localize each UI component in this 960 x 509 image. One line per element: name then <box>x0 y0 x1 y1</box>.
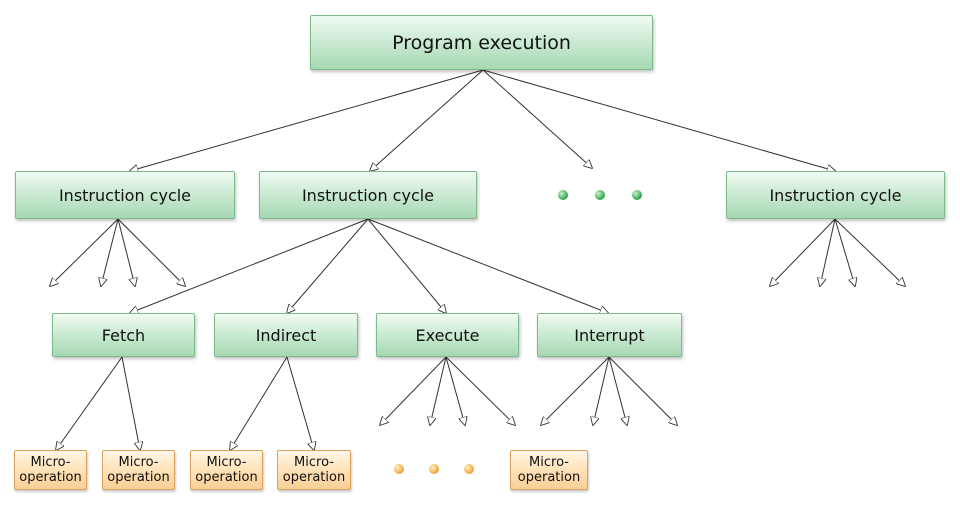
connector-arrow <box>820 218 836 286</box>
connector-arrow <box>541 356 610 425</box>
connector-arrow <box>130 69 484 171</box>
connector-arrow <box>121 356 140 450</box>
connector-arrow <box>834 218 905 286</box>
fetch-label: Fetch <box>101 325 146 345</box>
ellipsis-dot <box>429 464 439 474</box>
micro-operation-label: Micro- operation <box>282 455 346 485</box>
interrupt-node: Interrupt <box>537 313 682 357</box>
indirect-label: Indirect <box>255 325 317 345</box>
program-execution-node: Program execution <box>310 15 653 70</box>
connector-arrow <box>50 218 119 286</box>
connector-arrow <box>130 218 369 313</box>
connector-arrow <box>445 356 465 425</box>
ellipsis-dot <box>558 190 568 200</box>
ellipsis-dot <box>464 464 474 474</box>
micro-operation-node: Micro- operation <box>277 450 351 490</box>
connector-arrow <box>608 356 627 425</box>
connector-arrow <box>593 356 610 425</box>
connector-arrow <box>834 218 855 286</box>
connector-arrow <box>430 356 447 425</box>
interrupt-label: Interrupt <box>574 325 645 345</box>
indirect-node: Indirect <box>214 313 358 357</box>
execute-node: Execute <box>376 313 519 357</box>
micro-operation-label: Micro- operation <box>195 455 258 485</box>
connector-arrow <box>287 218 369 313</box>
micro-operation-node: Micro- operation <box>102 450 175 490</box>
connector-arrow <box>770 218 836 286</box>
connector-arrow <box>117 218 185 286</box>
micro-operation-node: Micro- operation <box>510 450 588 490</box>
instruction-cycle-node-2: Instruction cycle <box>259 171 477 219</box>
instruction-cycle-node-3: Instruction cycle <box>726 171 945 219</box>
fetch-node: Fetch <box>52 313 195 357</box>
connector-arrow <box>482 69 835 171</box>
program-execution-label: Program execution <box>392 31 571 54</box>
connector-arrow <box>380 356 447 425</box>
connector-arrow <box>445 356 515 425</box>
connector-arrow <box>370 69 484 171</box>
connector-arrow <box>286 356 314 450</box>
micro-operation-label: Micro- operation <box>517 455 581 485</box>
connector-arrow <box>367 218 446 313</box>
execute-label: Execute <box>415 325 480 345</box>
micro-operation-label: Micro- operation <box>107 455 170 485</box>
connector-arrow <box>56 356 123 450</box>
connector-arrow <box>608 356 677 425</box>
connector-arrow <box>367 218 608 313</box>
connector-arrow <box>230 356 288 450</box>
instruction-cycle-label: Instruction cycle <box>769 185 902 205</box>
instruction-cycle-label: Instruction cycle <box>58 185 192 205</box>
micro-operation-node: Micro- operation <box>190 450 263 490</box>
ellipsis-dot <box>595 190 605 200</box>
instruction-cycle-node-1: Instruction cycle <box>15 171 235 219</box>
ellipsis-dot <box>394 464 404 474</box>
connector-arrow <box>101 218 119 286</box>
ellipsis-dot <box>632 190 642 200</box>
connector-arrow <box>482 69 592 168</box>
connector-arrow <box>117 218 135 286</box>
micro-operation-label: Micro- operation <box>19 455 82 485</box>
micro-operation-node: Micro- operation <box>14 450 87 490</box>
instruction-cycle-label: Instruction cycle <box>301 185 435 205</box>
